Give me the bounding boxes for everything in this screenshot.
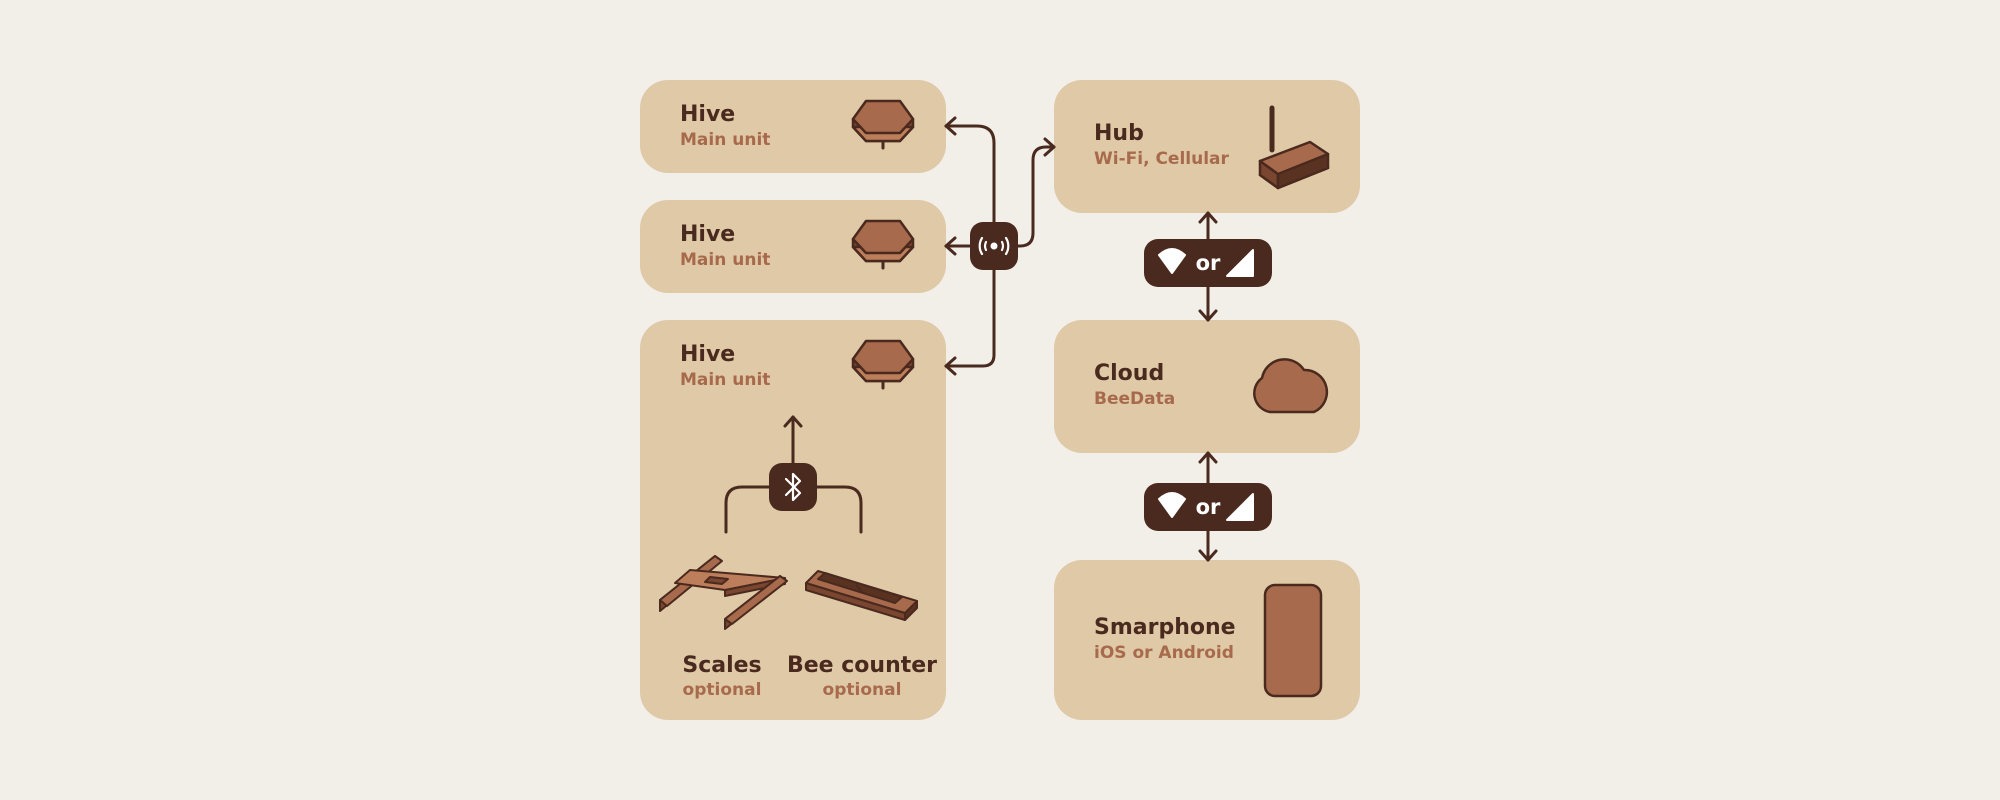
link-badge-cloud-phone [1144,483,1272,531]
bluetooth-icon [769,463,817,511]
hexagon-sensor-icon [851,99,915,150]
scales-subtitle: optional [682,680,762,700]
cloud-title: Cloud [1094,361,1165,386]
or-label-hub-cloud: or [1195,251,1221,275]
bee-counter-icon [805,570,918,621]
cloud-icon [1253,358,1329,414]
router-icon [1258,105,1330,190]
scales-icon [659,555,788,630]
cloud-subtitle: BeeData [1094,389,1176,409]
hive-3-subtitle: Main unit [680,370,771,390]
hive-2-title: Hive [680,222,736,247]
hive-card-3 [640,320,946,720]
hub-title: Hub [1094,121,1144,146]
scales-title: Scales [682,653,762,678]
smartphone-title: Smarphone [1094,615,1236,640]
smartphone-icon [1263,583,1323,698]
smartphone-subtitle: iOS or Android [1094,643,1234,663]
hexagon-sensor-icon [851,339,915,390]
hive-3-title: Hive [680,342,736,367]
cellular-signal-icon [1226,249,1254,277]
wifi-icon [1158,492,1186,518]
hive-1-title: Hive [680,102,736,127]
or-label-cloud-phone: or [1195,495,1221,519]
connector-arrowheads [944,116,1056,376]
link-badge-hub-cloud [1144,239,1272,287]
bee-counter-title: Bee counter [786,653,938,678]
hive-2-subtitle: Main unit [680,250,771,270]
hub-subtitle: Wi-Fi, Cellular [1094,149,1229,169]
hive-1-subtitle: Main unit [680,130,771,150]
hexagon-sensor-icon [851,219,915,270]
wireless-signal-icon [970,222,1018,270]
bee-counter-subtitle: optional [822,680,902,700]
wifi-icon [1158,248,1186,274]
cellular-signal-icon [1226,493,1254,521]
